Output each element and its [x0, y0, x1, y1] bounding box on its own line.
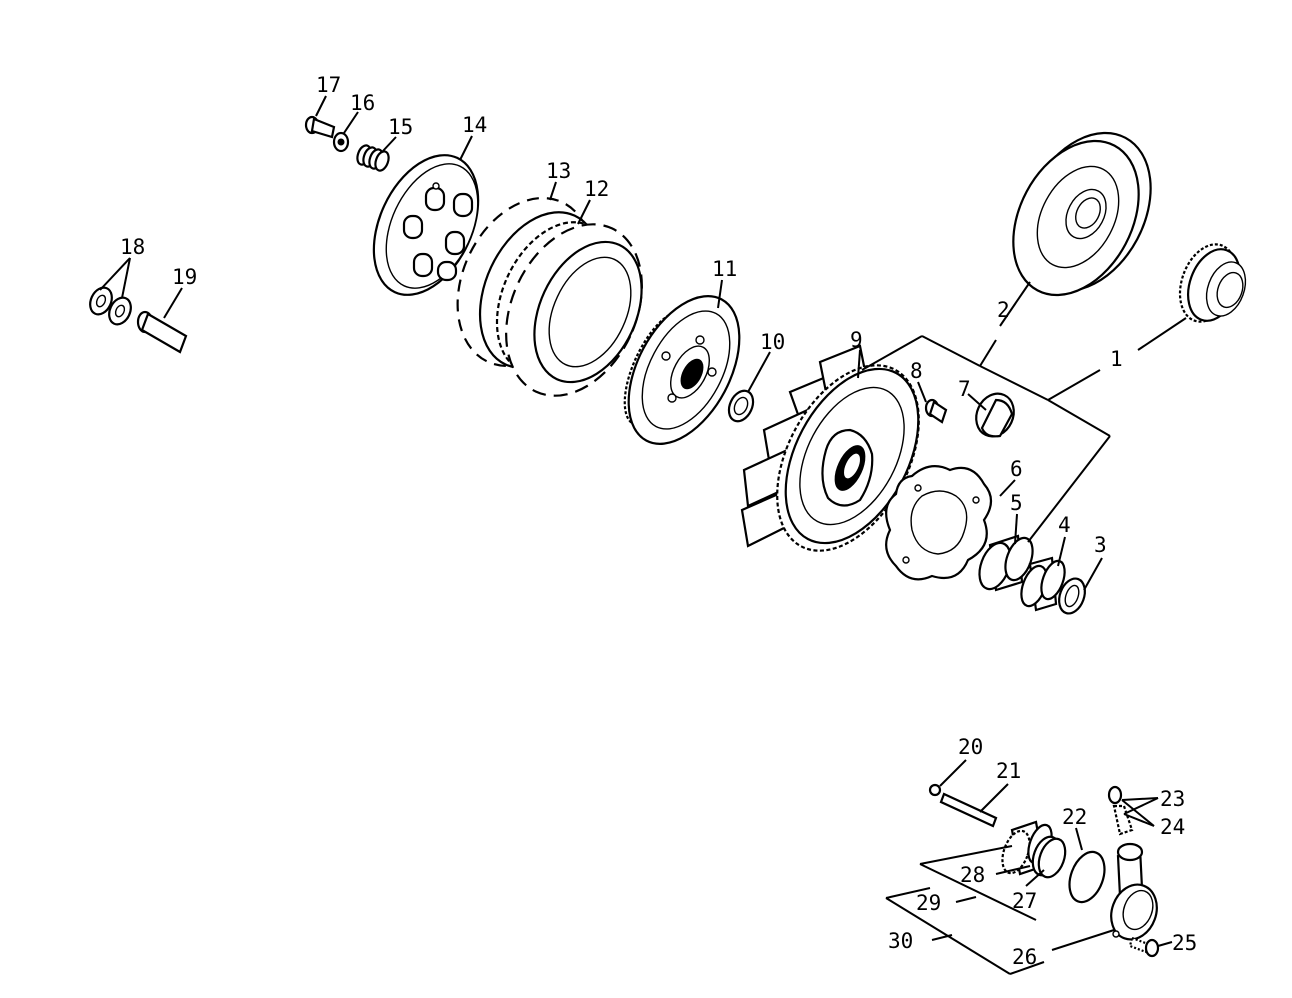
callout-6: 6: [1010, 457, 1023, 481]
callout-19: 19: [172, 265, 197, 289]
callout-8: 8: [910, 359, 923, 383]
callout-labels: 1 2 3 4 5 6 7 8 9 10 11 12 13 14 15 16 1…: [120, 73, 1197, 969]
callout-3: 3: [1094, 533, 1107, 557]
part-7-cam: [975, 392, 1015, 438]
callout-10: 10: [760, 330, 785, 354]
part-21-pin: [939, 792, 998, 828]
callout-4: 4: [1058, 513, 1071, 537]
callout-29: 29: [916, 891, 941, 915]
part-17-bolt: [304, 115, 336, 139]
part-15-spring: [356, 144, 390, 172]
part-11-clutch-hub: [623, 295, 741, 445]
leader-lines: [99, 95, 1187, 975]
callout-18: 18: [120, 235, 145, 259]
callout-13: 13: [546, 159, 571, 183]
callout-16: 16: [350, 91, 375, 115]
callout-24: 24: [1160, 815, 1185, 839]
part-8-bolt: [924, 398, 948, 424]
part-19-pushrod: [136, 310, 188, 354]
callout-7: 7: [958, 377, 971, 401]
callout-22: 22: [1062, 805, 1087, 829]
part-1-primary-gear: [1178, 243, 1247, 323]
callout-15: 15: [388, 115, 413, 139]
part-20-ball: [928, 783, 942, 797]
part-25-bolt: [1128, 936, 1160, 958]
part-9-clutch-basket: [740, 344, 920, 552]
part-18-washers: [89, 286, 132, 326]
callout-25: 25: [1172, 931, 1197, 955]
callout-17: 17: [316, 73, 341, 97]
part-4-bushing: [1020, 556, 1066, 612]
callout-26: 26: [1012, 945, 1037, 969]
callout-28: 28: [960, 863, 985, 887]
callout-12: 12: [584, 177, 609, 201]
part-26-slave-cylinder: [1110, 842, 1158, 941]
part-14-pressure-plate: [372, 154, 480, 296]
callout-1: 1: [1110, 347, 1123, 371]
callout-11: 11: [712, 257, 737, 281]
part-22-o-ring: [1068, 850, 1106, 904]
part-27-seal: [1031, 835, 1067, 879]
part-6-gasket: [885, 465, 993, 581]
callout-20: 20: [958, 735, 983, 759]
callout-5: 5: [1010, 491, 1023, 515]
callout-23: 23: [1160, 787, 1185, 811]
callout-9: 9: [850, 328, 863, 352]
callout-30: 30: [888, 929, 913, 953]
callout-27: 27: [1012, 889, 1037, 913]
callout-21: 21: [996, 759, 1021, 783]
part-12-13-clutch-plates: [456, 196, 643, 397]
callout-2: 2: [997, 298, 1010, 322]
callout-14: 14: [462, 113, 487, 137]
part-2-drive-disc: [1012, 131, 1152, 297]
part-23-24-bleed-screw: [1107, 785, 1134, 836]
part-5-bushing: [978, 534, 1034, 592]
